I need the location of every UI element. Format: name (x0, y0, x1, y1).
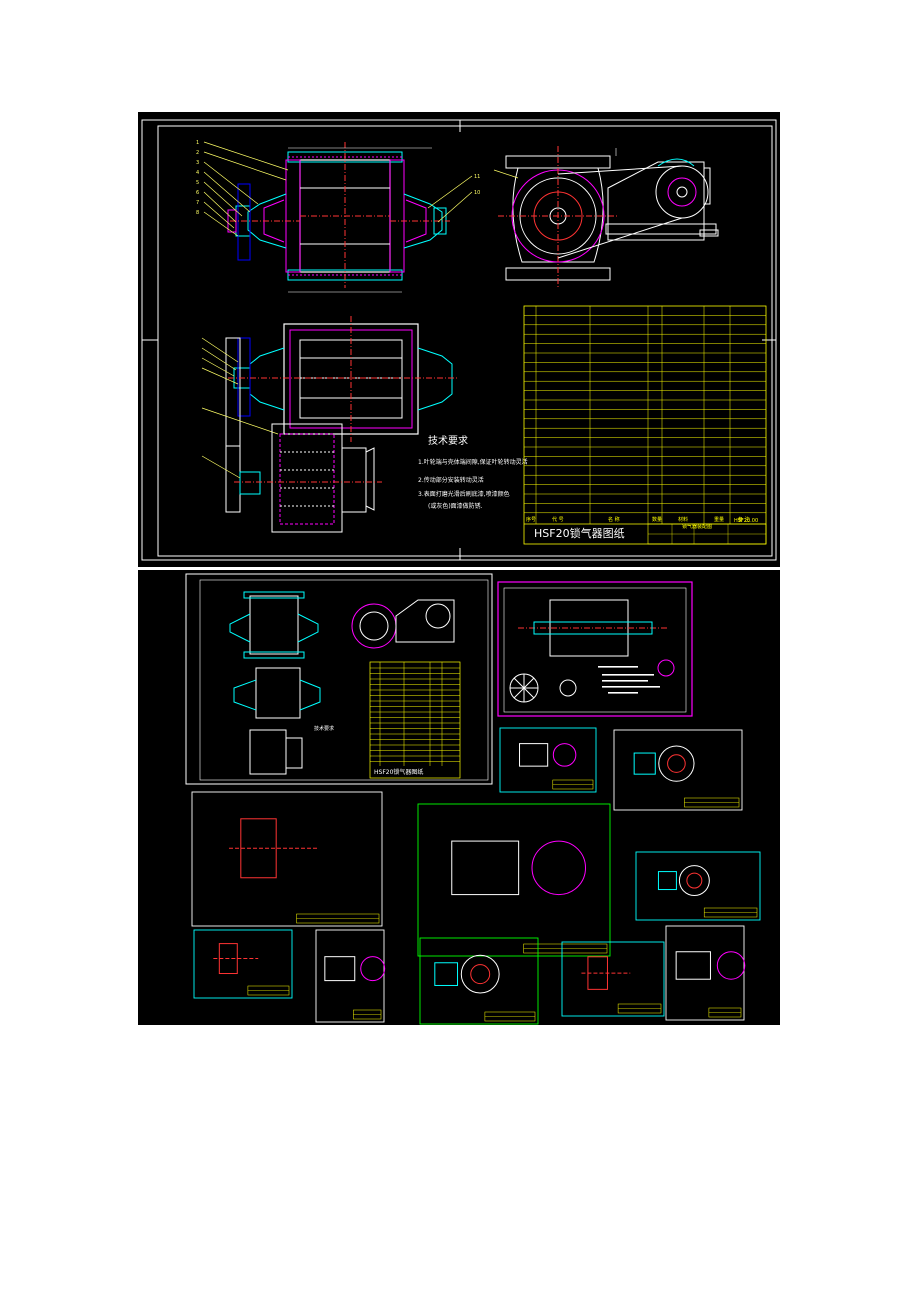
drawing-code: HSF20.00 (734, 518, 758, 524)
assembly-thumbnail: 技术要求 HSF20锁气器图纸 (185, 573, 493, 785)
rotor-part-drawing (497, 581, 693, 717)
thumb-tech-heading: 技术要求 (314, 725, 334, 732)
part-drawing-frame (613, 729, 743, 811)
part-drawing-frame (315, 929, 386, 1023)
header-weight: 重量 (714, 516, 724, 523)
part-drawing-frame (561, 941, 665, 1017)
small-part-drawings (191, 727, 761, 1025)
tech-note-4: (或灰色)面漆做防锈. (428, 502, 483, 510)
header-name: 名 称 (608, 516, 620, 523)
svg-text:4: 4 (196, 170, 199, 176)
svg-text:2: 2 (196, 150, 199, 156)
svg-text:1: 1 (196, 140, 199, 146)
part-drawings-canvas: 技术要求 HSF20锁气器图纸 (185, 573, 761, 1025)
parts-list-table (523, 305, 767, 545)
header-material: 材料 (678, 516, 688, 523)
header-remark: 备 注 (738, 516, 750, 523)
side-elevation-view (493, 146, 719, 288)
drawing-name: 锁气器装配图 (682, 523, 712, 530)
part-drawing-frame (417, 803, 611, 957)
header-code: 代 号 (552, 516, 564, 523)
inner-frame (157, 125, 773, 557)
front-section-view: 1 2 3 4 5 6 7 8 11 10 (196, 140, 480, 293)
assembly-drawing-sheet: 1 2 3 4 5 6 7 8 11 10 (138, 112, 780, 567)
part-drawing-frame (499, 727, 597, 793)
tech-note-2: 2.传动部分安装转动灵活 (418, 476, 484, 484)
svg-text:6: 6 (196, 190, 199, 196)
sheet-title: HSF20锁气器图纸 (534, 526, 625, 540)
technical-requirements: 技术要求 1.叶轮端与壳体端间隙,保证叶轮转动灵活 2.传动部分安装转动灵活 3… (418, 434, 528, 510)
part-drawings-collage: 技术要求 HSF20锁气器图纸 (138, 570, 780, 1025)
tech-note-3: 3.表面打磨光滑后刷底漆,喷漆颜色 (418, 490, 510, 498)
svg-text:5: 5 (196, 180, 199, 186)
part-drawing-frame (193, 929, 293, 999)
assembly-drawing-canvas: 1 2 3 4 5 6 7 8 11 10 (141, 119, 777, 561)
plan-view (201, 316, 458, 447)
svg-text:3: 3 (196, 160, 199, 166)
tech-note-1: 1.叶轮端与壳体端间隙,保证叶轮转动灵活 (418, 458, 528, 466)
part-drawing-frame (635, 851, 761, 921)
drive-motor-view (201, 423, 382, 533)
header-no: 序号 (526, 516, 536, 523)
header-qty: 数量 (652, 516, 662, 523)
svg-text:10: 10 (474, 190, 480, 196)
svg-text:8: 8 (196, 210, 199, 216)
part-drawing-frame (419, 937, 539, 1025)
svg-text:7: 7 (196, 200, 199, 206)
tech-requirements-heading: 技术要求 (428, 434, 468, 447)
thumb-sheet-title: HSF20锁气器图纸 (374, 768, 423, 776)
part-drawing-frame (665, 925, 746, 1021)
part-drawing-frame (191, 791, 383, 927)
svg-text:11: 11 (474, 174, 480, 180)
